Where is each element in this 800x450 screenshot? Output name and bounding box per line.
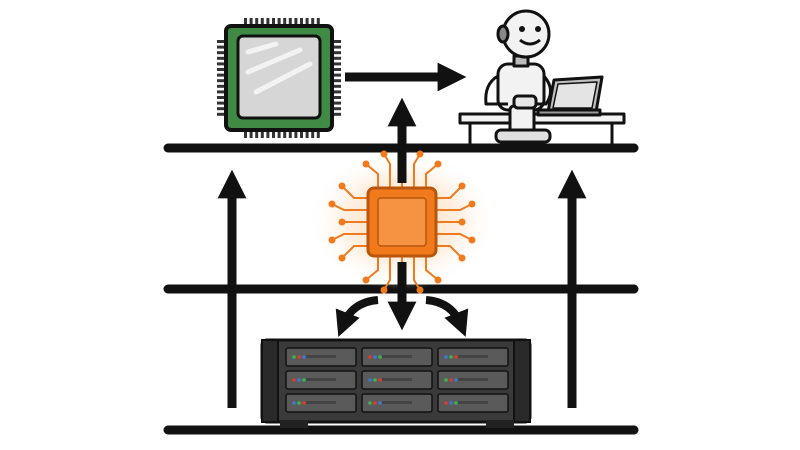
cpu-chip-icon <box>217 18 341 138</box>
server-drive <box>285 393 357 413</box>
server-drive <box>361 370 433 390</box>
server-drive <box>285 347 357 367</box>
server-drive <box>361 393 433 413</box>
server-drive <box>437 370 509 390</box>
curved-down-right-arrow <box>425 296 469 337</box>
server-drive <box>361 347 433 367</box>
server-drive <box>437 347 509 367</box>
curved-down-left-arrow <box>335 296 379 337</box>
robot-at-desk-icon <box>458 9 626 145</box>
ai-chip-icon <box>307 150 497 294</box>
server-drive <box>285 370 357 390</box>
server-rack-icon <box>260 338 532 428</box>
server-drive <box>437 393 509 413</box>
